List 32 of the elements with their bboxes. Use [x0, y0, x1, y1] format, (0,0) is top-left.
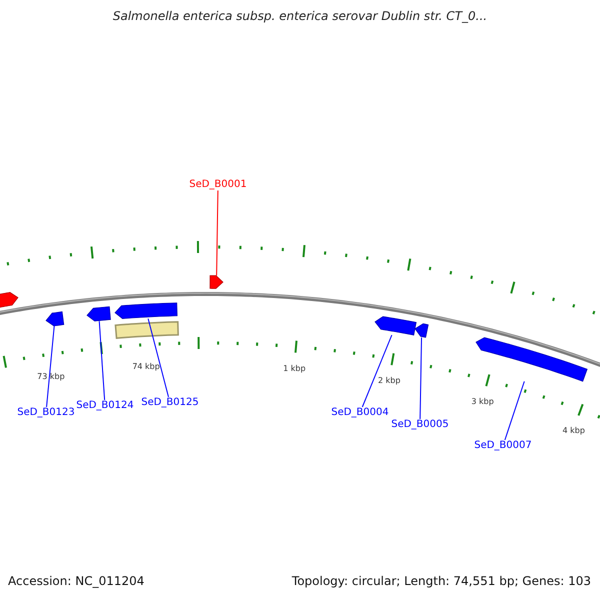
gene-label: SeD_B0007	[474, 440, 532, 452]
gene-feature	[114, 302, 178, 319]
gene-label: SeD_B0123	[17, 407, 75, 418]
scale-label: 74 kbp	[132, 362, 160, 372]
gene-feature	[374, 316, 417, 336]
leader-line	[362, 334, 392, 408]
feature-bar	[114, 321, 179, 339]
gene-label: SeD_B0001	[189, 179, 247, 190]
gene-label: SeD_B0125	[141, 397, 199, 408]
leader-line	[98, 320, 106, 400]
gene-label: SeD_B0005	[391, 419, 449, 430]
scale-label: 1 kbp	[283, 364, 306, 374]
gene-label: SeD_B0124	[76, 400, 134, 412]
scale-label: 3 kbp	[471, 397, 494, 406]
scale-label: 4 kbp	[562, 426, 585, 436]
footer-text: Accession: NC_011204	[8, 575, 144, 589]
leader-line	[216, 190, 218, 276]
leader-line	[46, 325, 55, 408]
footer-text: Topology: circular; Length: 74,551 bp; Genes: 103	[292, 575, 591, 589]
leader-line	[148, 318, 169, 398]
leader-line	[420, 336, 422, 420]
gene-feature	[414, 323, 429, 338]
scale-label: 73 kbp	[37, 372, 65, 381]
scale-label: 2 kbp	[378, 376, 400, 386]
gene-feature	[86, 306, 111, 322]
leader-line	[504, 380, 525, 440]
map-title: Salmonella enterica subsp. enterica serovar Dublin str. CT_0...	[112, 10, 488, 24]
gene-feature	[46, 311, 64, 326]
gene-label: SeD_B0004	[331, 407, 389, 418]
gene-feature	[476, 337, 588, 382]
gene-feature	[0, 292, 18, 310]
gene-feature	[210, 275, 224, 289]
